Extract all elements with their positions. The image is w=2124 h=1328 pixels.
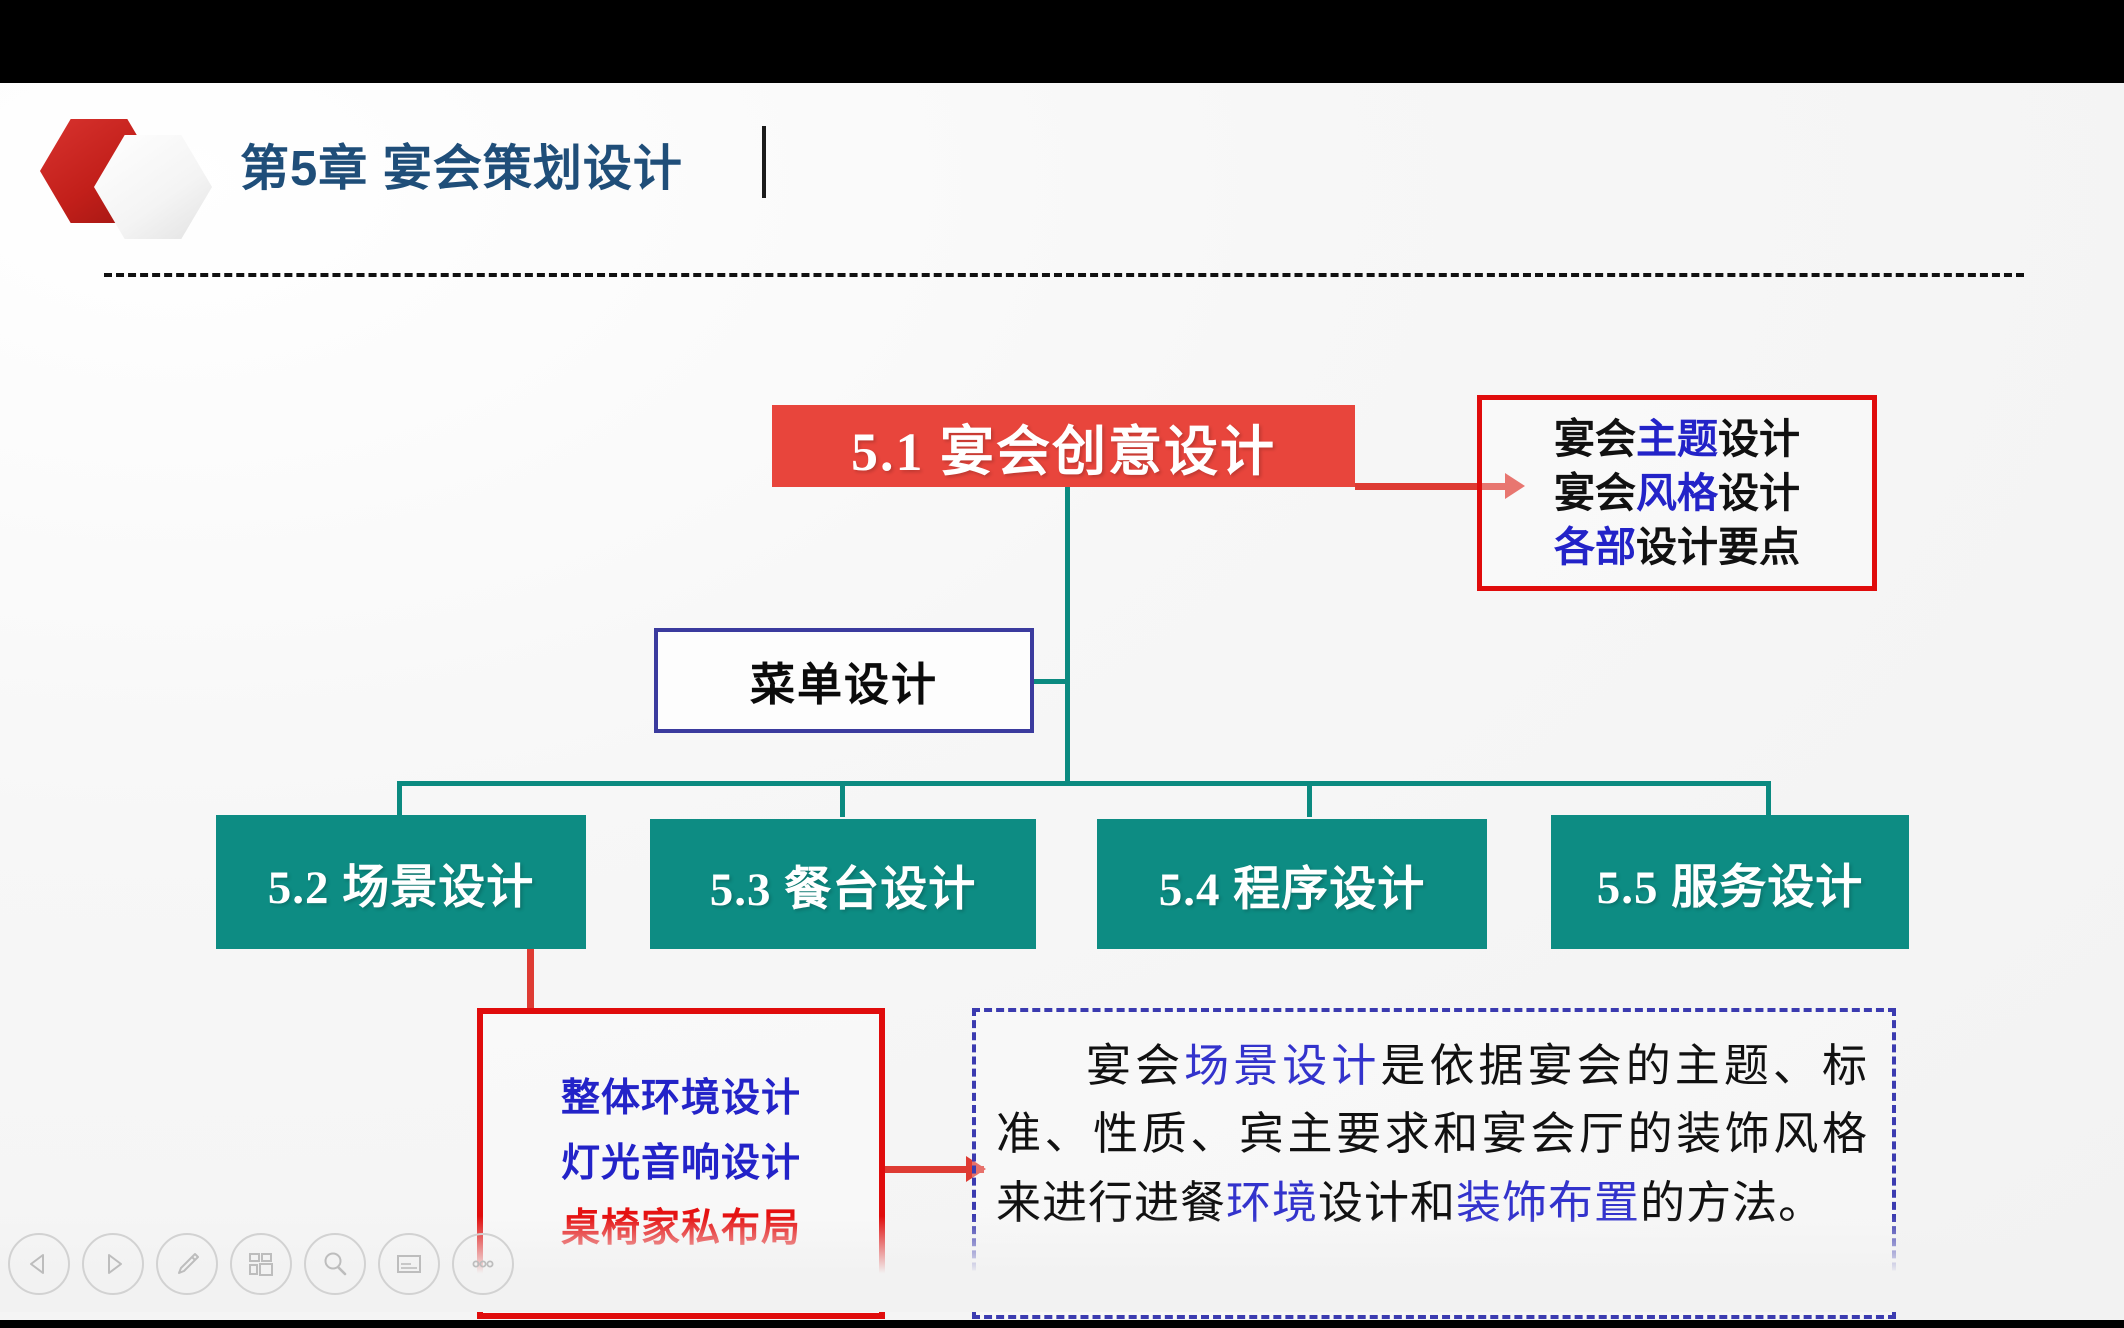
- letterbox-top: [0, 0, 2124, 83]
- definition-seg-1: 宴会: [1086, 1041, 1185, 1091]
- letterbox-bottom: [0, 1320, 2124, 1328]
- connector-drop-3: [1307, 781, 1312, 817]
- node-section-5-5-label: 5.5 服务设计: [1596, 861, 1864, 914]
- header-divider: [104, 273, 2024, 277]
- node-section-5-4[interactable]: 5.4 程序设计: [1097, 819, 1487, 949]
- creative-point-row: 各部设计要点: [1508, 520, 1846, 574]
- connector-menu-stub: [1032, 679, 1068, 684]
- page-title: 第5章 宴会策划设计: [240, 142, 683, 196]
- node-section-5-4-label: 5.4 程序设计: [1158, 863, 1426, 916]
- creative-point-post: 设计要点: [1636, 524, 1800, 571]
- slide-overview-button[interactable]: [230, 1233, 292, 1295]
- node-section-5-1-label: 5.1 宴会创意设计: [851, 421, 1276, 482]
- triangle-right-icon: [98, 1249, 128, 1279]
- title-caret: [762, 126, 766, 198]
- caption-icon: [393, 1248, 425, 1280]
- connector-scene-to-definition: [884, 1166, 984, 1173]
- node-section-5-3-label: 5.3 餐台设计: [709, 863, 977, 916]
- node-section-5-2-label: 5.2 场景设计: [267, 861, 535, 914]
- connector-root-trunk: [1065, 465, 1070, 781]
- node-section-5-3[interactable]: 5.3 餐台设计: [650, 819, 1036, 949]
- definition-seg-2: 是依据宴会的主题、标准、性质、宾主要求和宴会厅的装饰风格来进行进餐: [996, 1041, 1868, 1228]
- pen-icon: [171, 1248, 203, 1280]
- magnifier-icon: [319, 1248, 351, 1280]
- grid-slides-icon: [245, 1248, 277, 1280]
- scene-definition-text: 宴会场景设计是依据宴会的主题、标准、性质、宾主要求和宴会厅的装饰风格来进行进餐环…: [996, 1032, 1868, 1237]
- creative-point-pre: 宴会: [1554, 470, 1636, 517]
- arrow-head-to-points: [1505, 473, 1525, 499]
- next-slide-button[interactable]: [82, 1233, 144, 1295]
- ellipsis-icon: [467, 1248, 499, 1280]
- connector-scene-drop: [527, 949, 534, 1011]
- connector-drop-2: [840, 781, 845, 817]
- creative-point-highlight: 主题: [1636, 416, 1718, 462]
- definition-highlight-1: 场景设计: [1184, 1041, 1381, 1091]
- connector-section-bus: [397, 781, 1771, 786]
- creative-point-post: 设计: [1718, 416, 1800, 462]
- node-section-5-5[interactable]: 5.5 服务设计: [1551, 815, 1909, 949]
- creative-point-row: 宴会主题设计: [1508, 412, 1846, 466]
- more-options-button[interactable]: [452, 1233, 514, 1295]
- creative-point-highlight: 风格: [1636, 470, 1718, 517]
- triangle-left-icon: [24, 1249, 54, 1279]
- arrow-head-to-definition: [966, 1156, 986, 1182]
- creative-point-pre: 宴会: [1554, 416, 1636, 462]
- scene-point-row: 灯光音响设计: [560, 1142, 801, 1185]
- playback-toolbar: [0, 1216, 2124, 1312]
- creative-point-post: 设计: [1718, 470, 1800, 517]
- creative-point-row: 宴会风格设计: [1508, 466, 1846, 520]
- node-section-5-1[interactable]: 5.1 宴会创意设计: [772, 405, 1355, 487]
- creative-design-points-box: 宴会主题设计 宴会风格设计 各部设计要点: [1477, 395, 1877, 591]
- subtitles-button[interactable]: [378, 1233, 440, 1295]
- creative-point-highlight: 各部: [1554, 524, 1636, 571]
- previous-slide-button[interactable]: [8, 1233, 70, 1295]
- slide-canvas: 第5章 宴会策划设计 5.1 宴会创意设计 宴会主题设计: [0, 83, 2124, 1320]
- node-menu-design[interactable]: 菜单设计: [654, 628, 1034, 733]
- zoom-button[interactable]: [304, 1233, 366, 1295]
- connector-drop-1: [397, 781, 402, 817]
- connector-drop-4: [1766, 781, 1771, 817]
- connector-root-to-points: [1355, 483, 1505, 490]
- node-section-5-2[interactable]: 5.2 场景设计: [216, 815, 586, 949]
- scene-point-row: 整体环境设计: [560, 1077, 801, 1120]
- node-menu-design-label: 菜单设计: [749, 659, 938, 710]
- pen-tool-button[interactable]: [156, 1233, 218, 1295]
- hexagon-logo-icon: [34, 111, 224, 239]
